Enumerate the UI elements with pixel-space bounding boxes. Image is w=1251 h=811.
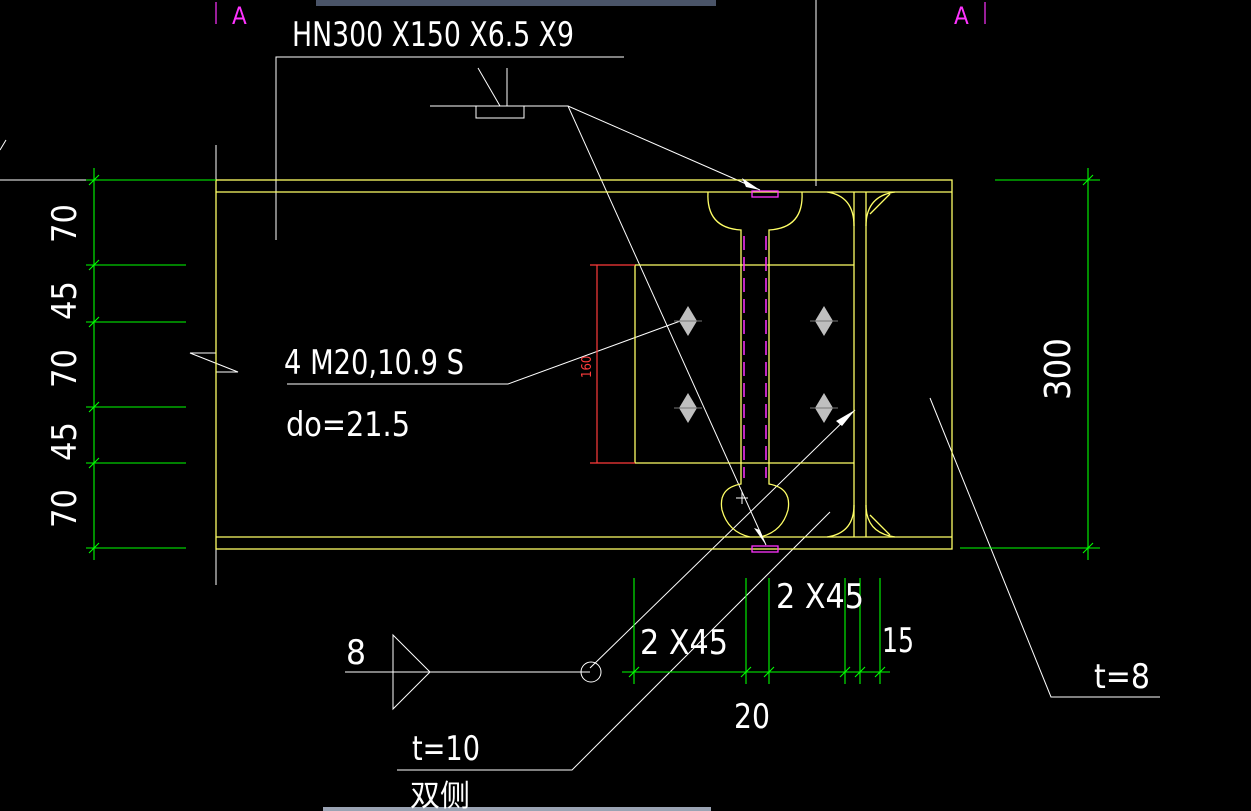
arrow-head [836, 410, 855, 426]
bottom-dim-a: 2 X45 [640, 623, 728, 663]
right-dim-300 [960, 168, 1100, 560]
section-mark-right-label: A [954, 2, 969, 30]
arrow-head [742, 178, 760, 190]
bottom-dim-c: 15 [882, 621, 914, 661]
bolt-callout-line2: do=21.5 [286, 405, 410, 445]
right-dim-300-label: 300 [1038, 338, 1079, 400]
weld-size: 8 [346, 633, 366, 673]
dim-160 [590, 264, 635, 464]
bottom-dim-d: 20 [734, 697, 770, 737]
section-mark-right: A [954, 2, 986, 30]
weld-mark-bottom [751, 545, 779, 553]
top-scroll-bar[interactable] [316, 0, 716, 6]
left-dim-3: 70 [45, 349, 85, 388]
left-dim-4: 45 [45, 422, 85, 461]
bottom-scroll-bar[interactable] [323, 807, 711, 811]
weld-note: 双侧 [410, 779, 470, 811]
web-centre-marks [743, 236, 767, 478]
bottom-dim-b: 2 X45 [776, 577, 864, 617]
arrow-head [754, 528, 766, 545]
left-dim-chain [86, 168, 216, 560]
stiffener-thickness: t=8 [1094, 657, 1150, 697]
reference-lines [0, 0, 1160, 771]
bottom-dim-chain [622, 578, 890, 684]
bolts [679, 306, 833, 423]
beam-outline [215, 179, 953, 550]
left-dim-5: 70 [45, 489, 85, 528]
bolt-callout-line1: 4 M20,10.9 S [284, 343, 464, 383]
left-dim-labels: 70 45 70 45 70 [45, 204, 85, 528]
weld-plate: t=10 [412, 729, 480, 769]
left-dim-1: 70 [45, 204, 85, 243]
beam-callout: HN300 X150 X6.5 X9 [292, 15, 574, 55]
weld-mark-top [751, 190, 779, 198]
section-mark-left: A [215, 2, 247, 30]
section-mark-left-label: A [232, 2, 247, 30]
dim-160-label: 160 [580, 356, 595, 378]
left-dim-2: 45 [45, 281, 85, 320]
